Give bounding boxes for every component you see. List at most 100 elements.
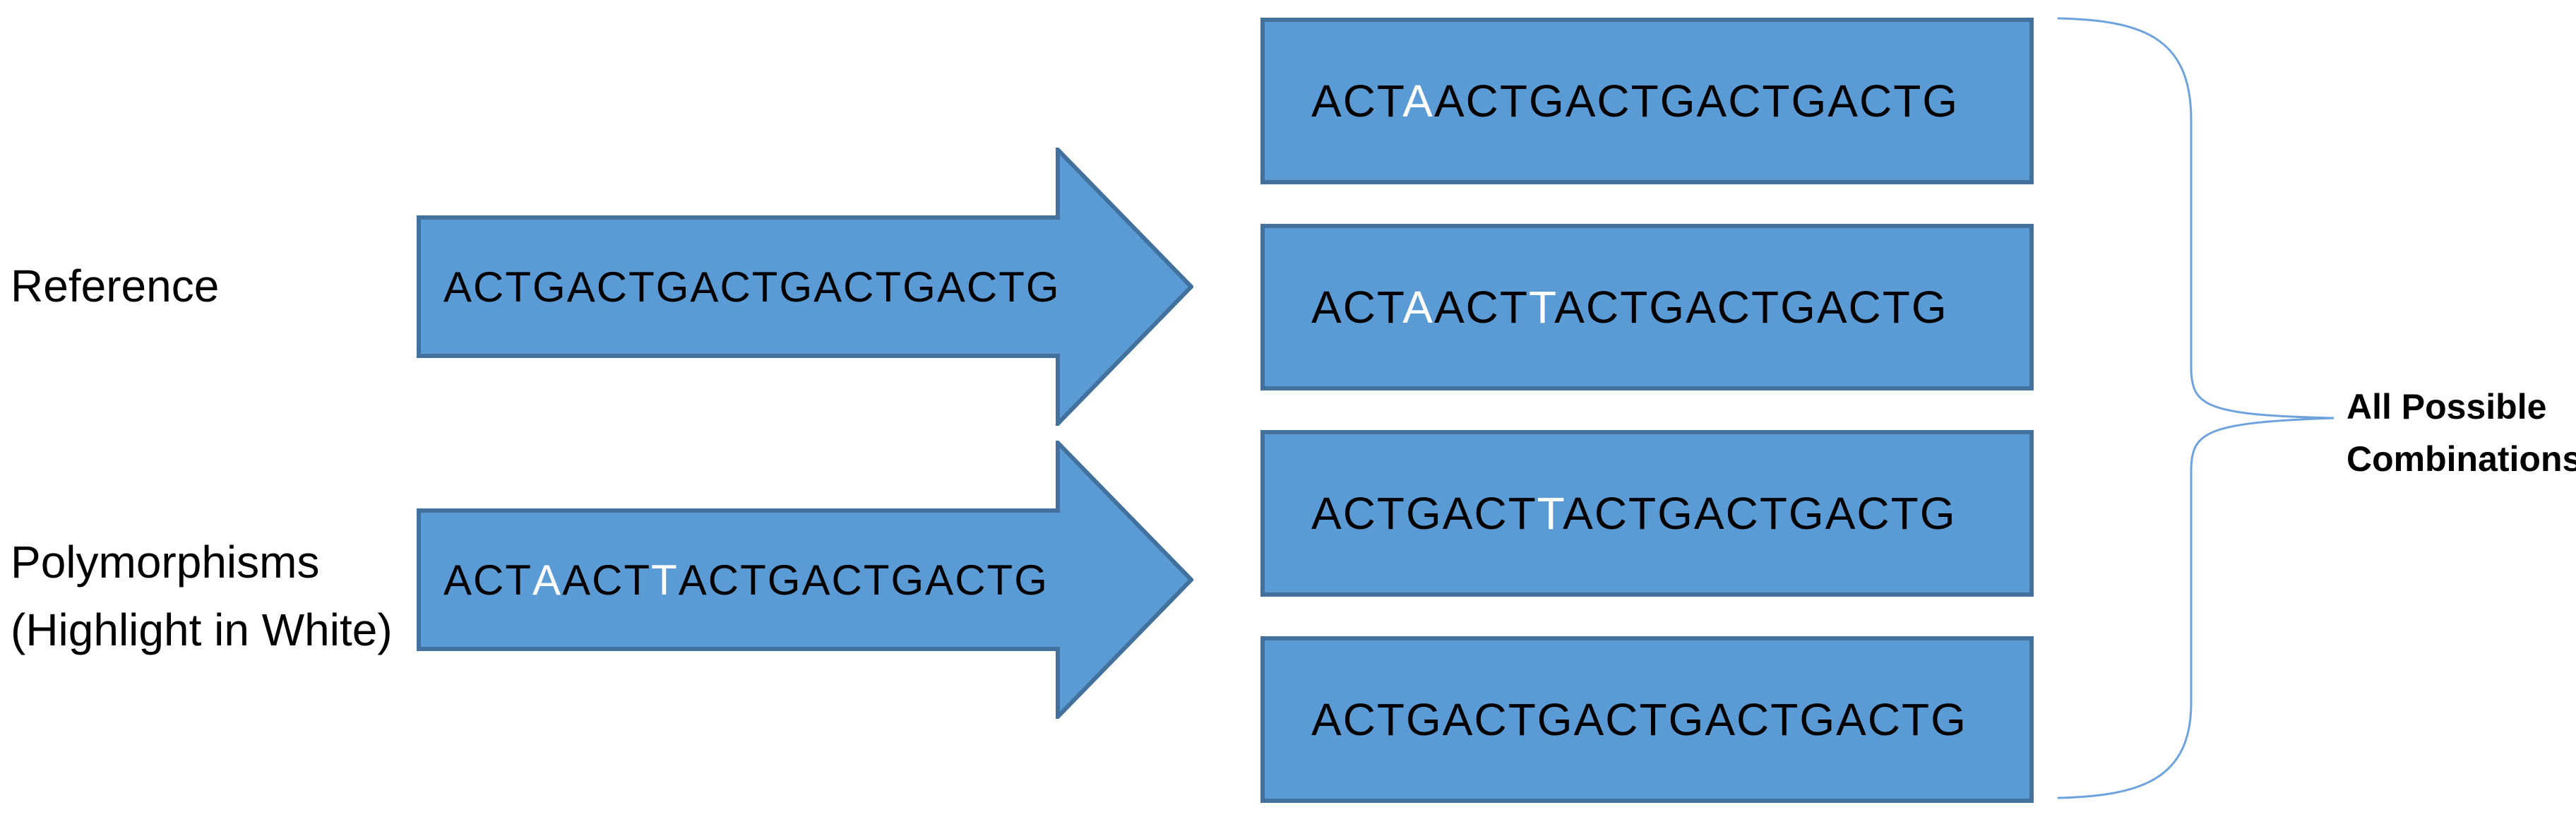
sequence-letter: G [1922,76,1960,126]
sequence-letter: T [1376,76,1403,126]
sequence-letter: G [655,263,691,311]
sequence-letter: A [1563,488,1594,539]
sequence-letter: T [1508,694,1537,745]
sequence-letter: C [955,556,987,604]
sequence-letter: T [1630,76,1660,126]
sequence-letter: A [1311,488,1343,539]
sequence-letter: T [998,263,1026,311]
sequence-letter: G [890,556,926,604]
sequence-letter: A [532,556,563,604]
combination-sequence-1: ACTAACTGACTGACTGACTG [1311,75,1959,127]
all-possible-combinations-label: All Possible Combinations [2347,381,2576,485]
sequence-letter: A [1686,282,1717,333]
combination-sequence-2: ACTAACTTACTGACTGACTG [1311,281,1948,333]
sequence-letter: A [1836,694,1868,745]
right-arrow-icon [417,148,1193,426]
sequence-letter: C [592,556,624,604]
sequence-letter: C [1867,694,1902,745]
sequence-letter: A [1565,76,1597,126]
sequence-letter: A [1311,76,1343,126]
sequence-letter: T [651,556,679,604]
sequence-letter: C [1342,76,1377,126]
sequence-letter: C [1594,488,1629,539]
sequence-letter: G [1780,282,1817,333]
sequence-letter: A [1442,694,1474,745]
right-arrow-shape [417,441,1193,719]
sequence-letter: T [1902,694,1931,745]
combination-sequence-3: ACTGACTTACTGACTGACTG [1311,487,1956,539]
sequence-letter: A [690,263,720,311]
sequence-letter: C [966,263,999,311]
sequence-letter: T [986,556,1015,604]
sequence-letter: A [1402,282,1434,333]
sequence-letter: A [1705,694,1737,745]
sequence-letter: T [505,263,533,311]
sequence-letter: A [562,556,592,604]
sequence-letter: T [1890,488,1920,539]
sequence-letter: A [1433,76,1466,126]
sequence-letter: C [831,556,864,604]
sequence-letter: A [678,556,708,604]
sequence-letter: G [902,263,937,311]
sequence-letter: A [1693,488,1726,539]
sequence-letter: A [1402,76,1434,126]
sequence-letter: C [1342,282,1377,333]
sequence-letter: G [1799,694,1837,745]
sequence-letter: C [1728,76,1763,126]
sequence-letter: T [1882,282,1912,333]
sequence-letter: C [1725,488,1760,539]
combination-box-4: ACTGACTGACTGACTGACTG [1260,636,2034,803]
sequence-letter: G [1649,282,1686,333]
sequence-letter: C [1736,694,1771,745]
sequence-letter: A [566,263,597,311]
sequence-letter: C [1342,694,1377,745]
combination-sequence-4: ACTGACTGACTGACTGACTG [1311,693,1967,746]
polymorphisms-label-line2: (Highlight in White) [11,604,393,655]
sequence-letter: A [1433,282,1466,333]
sequence-letter: T [1762,76,1791,126]
sequence-letter: G [1791,76,1828,126]
sequence-letter: C [1717,282,1751,333]
sequence-letter: G [1657,488,1694,539]
sequence-letter: C [1856,488,1891,539]
right-arrow-shape [417,148,1193,426]
sequence-letter: A [801,556,832,604]
sequence-letter: T [1770,694,1800,745]
sequence-letter: A [1825,488,1857,539]
sequence-letter: A [1816,282,1849,333]
sequence-letter: G [1911,282,1948,333]
combination-box-3: ACTGACTTACTGACTGACTG [1260,430,2034,597]
sequence-letter: C [843,263,876,311]
sequence-letter: A [1573,694,1606,745]
sequence-letter: G [1919,488,1957,539]
sequence-letter: T [1508,488,1537,539]
sequence-letter: T [1528,282,1555,333]
sequence-letter: G [1025,263,1061,311]
sequence-letter: G [1406,488,1443,539]
sequence-letter: T [1620,282,1650,333]
sequence-letter: G [1788,488,1825,539]
sequence-letter: T [1751,282,1781,333]
sequence-letter: C [473,263,506,311]
sequence-letter: G [532,263,567,311]
sequence-letter: A [1311,282,1343,333]
sequence-letter: T [1376,694,1406,745]
sequence-letter: A [813,263,844,311]
sequence-letter: C [1605,694,1640,745]
sequence-letter: G [1931,694,1967,745]
sequence-letter: T [628,263,656,311]
sequence-letter: C [473,556,506,604]
sequence-letter: G [1668,694,1705,745]
combination-box-2: ACTAACTTACTGACTGACTG [1260,224,2034,390]
polymorphisms-label: Polymorphisms (Highlight in White) [11,528,393,664]
sequence-letter: T [1639,694,1669,745]
sequence-letter: A [936,263,967,311]
sequence-letter: T [875,263,903,311]
sequence-letter: C [1465,282,1500,333]
sequence-letter: C [1342,488,1377,539]
sequence-letter: T [505,556,533,604]
sequence-letter: T [863,556,891,604]
